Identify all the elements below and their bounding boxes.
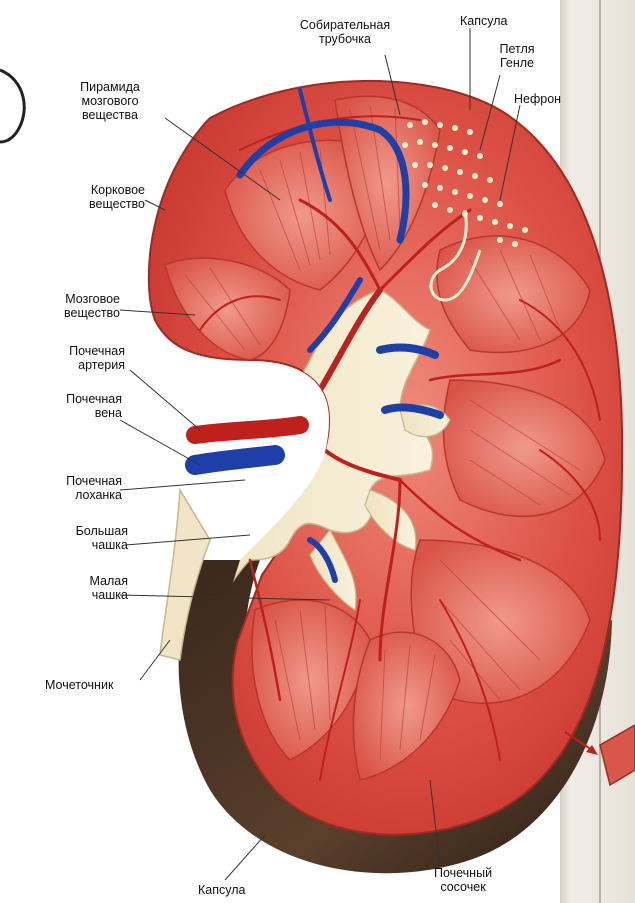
label-medullary-pyramid: Пирамида мозгового вещества (55, 80, 165, 122)
label-renal-pelvis: Почечная лоханка (10, 474, 122, 502)
label-loop-of-henle: Петля Генле (487, 42, 547, 70)
renal-artery-trunk (195, 425, 300, 435)
label-minor-calyx: Малая чашка (10, 574, 128, 602)
label-medulla: Мозговое вещество (0, 292, 120, 320)
edge-ring (0, 70, 24, 142)
label-renal-artery: Почечная артерия (10, 344, 125, 372)
label-capsule-top: Капсула (460, 14, 507, 28)
label-renal-papilla: Почечный сосочек (408, 866, 518, 894)
label-collecting-duct: Собирательная трубочка (275, 18, 415, 46)
label-major-calyx: Большая чашка (10, 524, 128, 552)
label-renal-vein: Почечная вена (10, 392, 122, 420)
label-ureter: Мочеточник (45, 678, 113, 692)
label-nephron: Нефрон (514, 92, 561, 106)
label-cortex: Корковое вещество (20, 183, 145, 211)
label-capsule-bottom: Капсула (198, 883, 245, 897)
renal-vein-trunk (195, 455, 275, 465)
